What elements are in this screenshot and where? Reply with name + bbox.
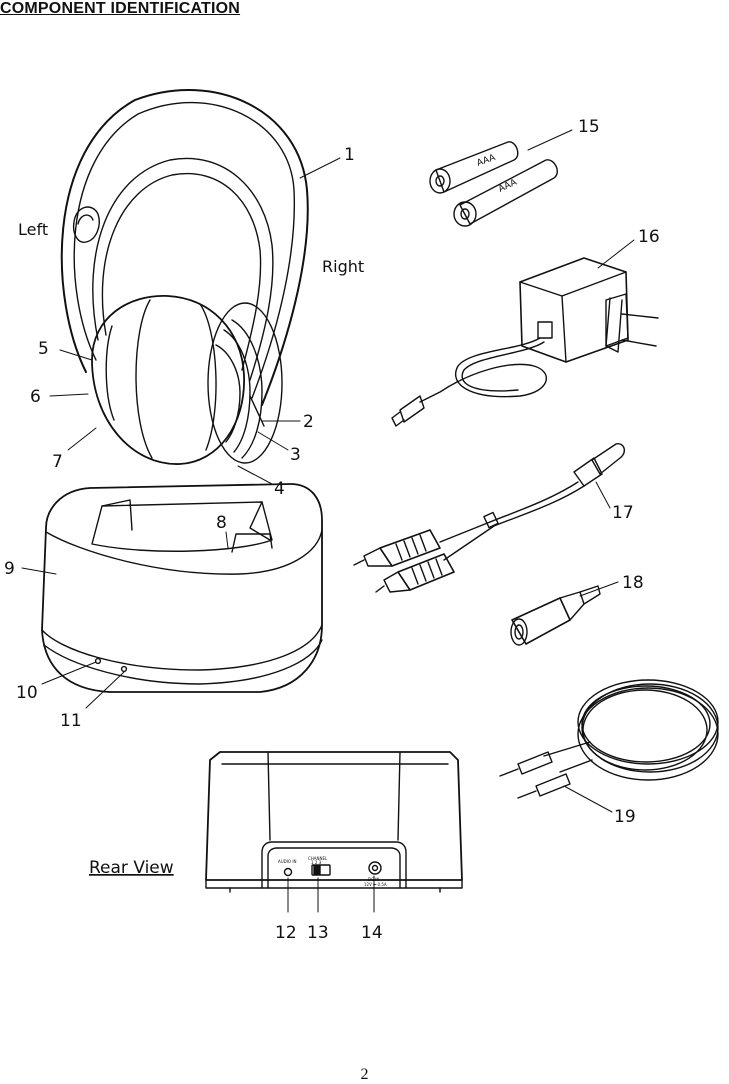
callout-14: 14 xyxy=(361,923,383,943)
right-label: Right xyxy=(322,257,364,276)
channel-positions-label: 1 2 3 xyxy=(311,860,322,865)
callout-7: 7 xyxy=(52,452,63,472)
callout-10: 10 xyxy=(16,683,38,703)
rear-view-label: Rear View xyxy=(89,858,174,878)
callout-13: 13 xyxy=(307,923,329,943)
page-number: 2 xyxy=(360,1066,369,1083)
callout-16: 16 xyxy=(638,227,660,247)
callout-1: 1 xyxy=(344,145,355,165)
callout-19: 19 xyxy=(614,807,636,827)
callout-12: 12 xyxy=(275,923,297,943)
audio-cable-drawing xyxy=(499,679,719,799)
callout-8: 8 xyxy=(216,513,227,533)
callout-17: 17 xyxy=(612,503,634,523)
y-cable-drawing xyxy=(353,443,626,593)
callout-5: 5 xyxy=(38,339,49,359)
plug-adapter-drawing xyxy=(510,585,601,646)
channel-label: CHANNEL xyxy=(308,856,328,861)
left-label: Left xyxy=(18,220,48,239)
charging-base-drawing xyxy=(41,483,323,693)
callout-11: 11 xyxy=(60,711,82,731)
callout-18: 18 xyxy=(622,573,644,593)
callout-6: 6 xyxy=(30,387,41,407)
batteries-drawing: AAA AAA xyxy=(429,141,558,227)
page-heading: COMPONENT IDENTIFICATION xyxy=(0,0,241,17)
battery-text-1: AAA xyxy=(476,153,498,169)
battery-text-2: AAA xyxy=(497,177,519,194)
callout-15: 15 xyxy=(578,117,600,137)
leader-lines xyxy=(21,129,635,913)
dc-spec-label: 12V ⎓ 0.5A xyxy=(364,882,387,887)
headphones-drawing xyxy=(60,89,309,465)
power-adapter-drawing xyxy=(391,257,659,427)
callout-4: 4 xyxy=(274,479,285,499)
callout-3: 3 xyxy=(290,445,301,465)
callout-9: 9 xyxy=(4,559,15,579)
audio-in-label: AUDIO IN xyxy=(278,859,297,864)
callout-2: 2 xyxy=(303,412,314,432)
rear-view-drawing: AUDIO IN CHANNEL 1 2 3 DC IN 12V ⎓ 0.5A xyxy=(205,751,463,893)
